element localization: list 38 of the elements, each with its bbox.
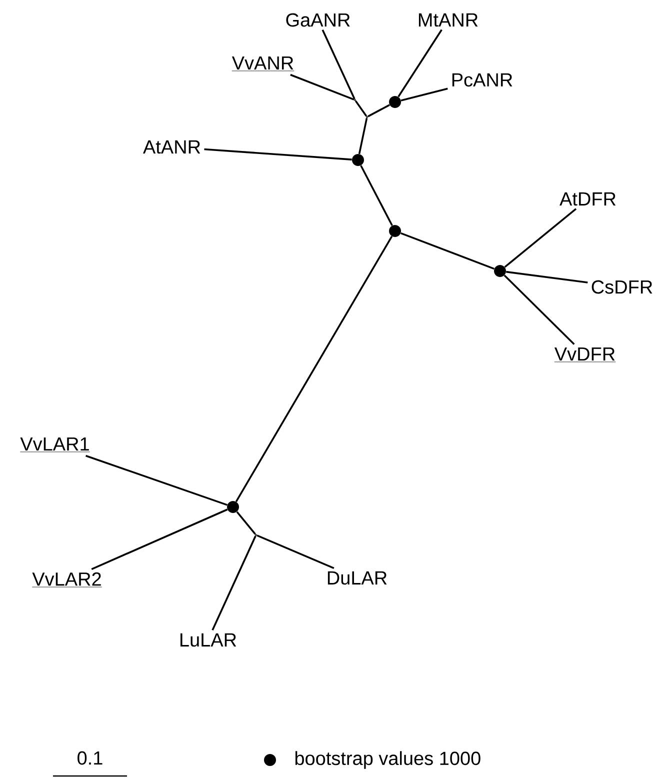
scale-label: 0.1 (78, 751, 102, 765)
branch-line (256, 534, 334, 569)
leaf-label: VvLAR1 (20, 437, 90, 452)
bootstrap-dot (389, 96, 401, 108)
bootstrap-dot (352, 154, 364, 166)
branch-line (290, 74, 354, 100)
branch-line (504, 208, 577, 268)
leaf-label: AtANR (143, 140, 200, 154)
bootstrap-dot (389, 225, 401, 237)
leaf-label: VvDFR (554, 347, 616, 362)
leaf-label: PcANR (452, 73, 512, 87)
branch-line (360, 165, 393, 226)
leaf-label: LuLAR (180, 633, 236, 647)
branch-line (204, 148, 352, 160)
branch-line (86, 454, 228, 506)
leaf-label: CsDFR (592, 280, 652, 294)
leaf-label: VvANR (232, 56, 294, 72)
branch-line (212, 536, 256, 631)
branch-line (91, 508, 228, 570)
leaf-label: DuLAR (328, 571, 387, 585)
branch-line (354, 100, 368, 117)
branch-line (504, 274, 575, 345)
branch-line (358, 118, 368, 154)
leaf-label: VvLAR2 (32, 572, 102, 588)
leaf-label: MtANR (418, 13, 478, 27)
branch-line (400, 232, 495, 270)
branch-line (400, 88, 448, 102)
legend-text: bootstrap values 1000 (295, 751, 480, 769)
branch-line (368, 104, 390, 118)
branch-line (236, 511, 256, 535)
branch-line (398, 29, 442, 98)
leaf-label: GaANR (286, 13, 350, 27)
bootstrap-dot (494, 265, 506, 277)
branch-line (506, 270, 588, 284)
branch-line (322, 30, 356, 100)
branch-line (235, 236, 393, 502)
bootstrap-dot (227, 501, 239, 513)
leaf-label: AtDFR (560, 192, 616, 206)
